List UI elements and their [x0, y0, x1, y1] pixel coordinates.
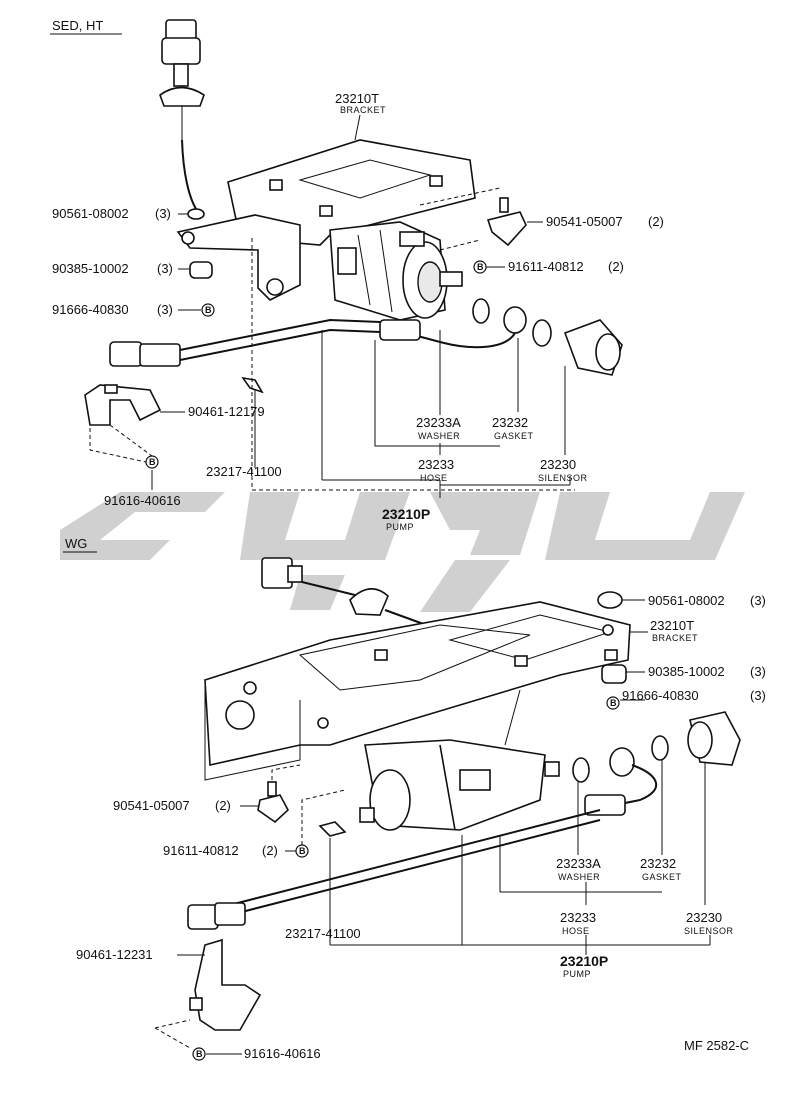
label-part-number: 23233A — [416, 415, 461, 430]
label-part-number: 23233A — [556, 856, 601, 871]
label-part-number: 90561-08002 — [52, 206, 129, 221]
label-part-number: 91611-40812 — [163, 843, 239, 858]
svg-text:B: B — [149, 457, 156, 467]
label-part-number: 90461-12231 — [76, 947, 153, 962]
label-description: BRACKET — [340, 105, 386, 115]
label-part-number: 23232 — [640, 856, 676, 871]
badge-b-icon: B — [145, 455, 159, 469]
label-part-number: 90541-05007 — [546, 214, 623, 229]
svg-text:B: B — [610, 698, 617, 708]
label-part-number: 23230 — [686, 910, 722, 925]
clamp-90461-12231 — [189, 938, 262, 1031]
label-part-number: 23210T — [335, 91, 379, 106]
label-part-number: 23230 — [540, 457, 576, 472]
label-qty: (3) — [750, 593, 766, 608]
watermark-logo — [60, 492, 745, 612]
figure-code: MF 2582-C — [684, 1038, 749, 1053]
label-qty: (3) — [750, 664, 766, 679]
label-qty: (3) — [157, 261, 173, 276]
silensor-23230 — [687, 711, 741, 766]
label-part-number: 91666-40830 — [52, 302, 129, 317]
label-part-number: 23210P — [382, 506, 430, 522]
silensor-23230 — [563, 319, 623, 376]
fuel-pump-motor — [329, 221, 463, 321]
svg-text:B: B — [205, 305, 212, 315]
label-part-number: 91616-40616 — [244, 1046, 321, 1061]
hose-23233 — [379, 306, 527, 349]
pin-90541-05007 — [257, 794, 289, 824]
svg-text:B: B — [477, 262, 484, 272]
gasket-23232 — [651, 735, 669, 761]
section-sed-ht: SED, HT — [50, 18, 664, 532]
label-part-number: 23217-41100 — [285, 926, 361, 941]
label-part-number: 91666-40830 — [622, 688, 699, 703]
pin-90541-05007 — [486, 211, 527, 247]
label-qty: (2) — [215, 798, 231, 813]
label-description: WASHER — [418, 431, 460, 441]
seat-90561-08002 — [187, 208, 205, 220]
cushion-90385-10002 — [189, 261, 213, 279]
hose-23233 — [584, 747, 658, 816]
svg-text:B: B — [196, 1049, 203, 1059]
fuel-pipe — [187, 809, 601, 930]
gasket-23232 — [532, 319, 552, 347]
label-description: BRACKET — [652, 633, 698, 643]
label-part-number: 23210P — [560, 953, 608, 969]
badge-b-icon: B — [192, 1047, 206, 1061]
label-qty: (2) — [648, 214, 664, 229]
label-part-number: 90541-05007 — [113, 798, 190, 813]
label-part-number: 23210T — [650, 618, 694, 633]
badge-b-icon: B — [295, 844, 309, 858]
label-part-number: 23232 — [492, 415, 528, 430]
label-description: GASKET — [494, 431, 534, 441]
fuel-pipe — [109, 318, 381, 367]
washer-23233A — [472, 298, 490, 324]
label-qty: (3) — [750, 688, 766, 703]
label-description: SILENSOR — [538, 473, 588, 483]
seat-90561-08002 — [597, 591, 623, 609]
label-qty: (2) — [262, 843, 278, 858]
section-header-wg: WG — [65, 536, 87, 551]
label-description: WASHER — [558, 872, 600, 882]
label-qty: (3) — [155, 206, 171, 221]
label-part-number: 23233 — [560, 910, 596, 925]
sender-connector — [159, 19, 205, 216]
badge-b-icon: B — [606, 696, 620, 710]
label-part-number: 90385-10002 — [52, 261, 129, 276]
screw-23217-41100 — [318, 821, 347, 837]
label-part-number: 91611-40812 — [508, 259, 584, 274]
label-description: SILENSOR — [684, 926, 734, 936]
label-description: PUMP — [386, 522, 414, 532]
sender-connector — [261, 557, 441, 631]
label-description: PUMP — [563, 969, 591, 979]
label-part-number: 23217-41100 — [206, 464, 282, 479]
label-description: GASKET — [642, 872, 682, 882]
label-part-number: 90461-12179 — [188, 404, 265, 419]
label-description: HOSE — [420, 473, 448, 483]
label-qty: (2) — [608, 259, 624, 274]
label-part-number: 91616-40616 — [104, 493, 181, 508]
badge-b-icon: B — [201, 303, 215, 317]
section-wg: WG — [63, 536, 766, 1061]
fuel-pump-motor — [359, 739, 560, 831]
clamp-90461-12179 — [84, 384, 162, 426]
bracket-23210T — [204, 601, 631, 781]
washer-23233A — [572, 757, 590, 783]
label-qty: (3) — [157, 302, 173, 317]
badge-b-icon: B — [473, 260, 487, 274]
svg-text:B: B — [299, 846, 306, 856]
section-header-sed-ht: SED, HT — [52, 18, 103, 33]
label-part-number: 90561-08002 — [648, 593, 725, 608]
label-part-number: 90385-10002 — [648, 664, 725, 679]
cushion-90385-10002 — [601, 664, 627, 684]
label-description: HOSE — [562, 926, 590, 936]
label-part-number: 23233 — [418, 457, 454, 472]
